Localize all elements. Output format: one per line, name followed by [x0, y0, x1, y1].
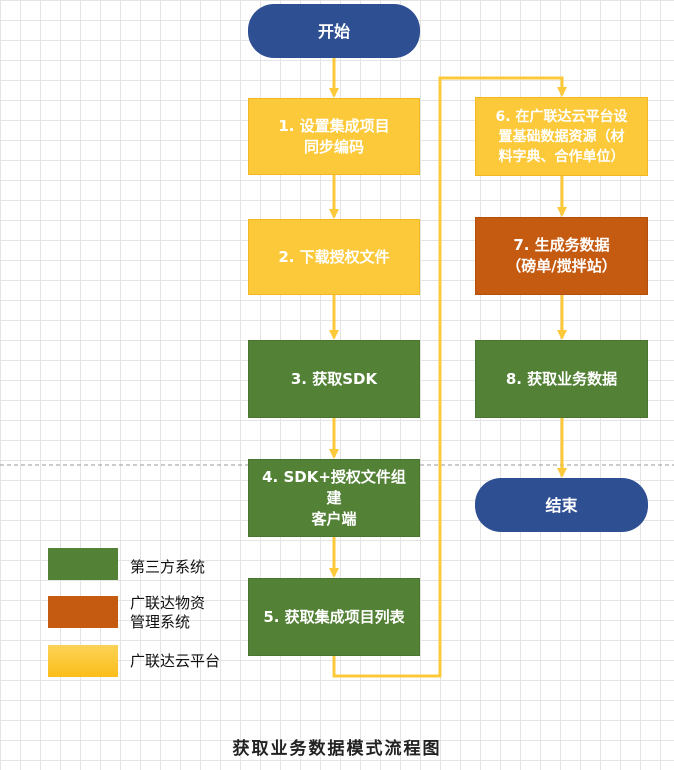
start-terminator: 开始 — [248, 4, 420, 58]
legend-swatch-material-system — [48, 596, 118, 628]
step-6-node: 6. 在广联达云平台设 置基础数据资源（材 料字典、合作单位） — [475, 97, 648, 176]
step-1-node: 1. 设置集成项目 同步编码 — [248, 98, 420, 175]
diagram-caption: 获取业务数据模式流程图 — [232, 739, 442, 759]
step-3-node: 3. 获取SDK — [248, 340, 420, 418]
step-5-node: 5. 获取集成项目列表 — [248, 578, 420, 656]
legend-label-third-party: 第三方系统 — [130, 558, 206, 576]
step-2-node: 2. 下载授权文件 — [248, 219, 420, 295]
arrow-step5-to-step6 — [332, 76, 567, 678]
legend-swatch-third-party — [48, 548, 118, 580]
end-terminator: 结束 — [475, 478, 648, 532]
step-8-node: 8. 获取业务数据 — [475, 340, 648, 418]
legend-swatch-cloud-platform — [48, 645, 118, 677]
legend-label-material-system: 广联达物资 管理系统 — [130, 594, 206, 631]
step-4-node: 4. SDK+授权文件组建 客户端 — [248, 459, 420, 537]
step-7-node: 7. 生成务数据 （磅单/搅拌站） — [475, 217, 648, 295]
legend-label-cloud-platform: 广联达云平台 — [130, 652, 221, 670]
